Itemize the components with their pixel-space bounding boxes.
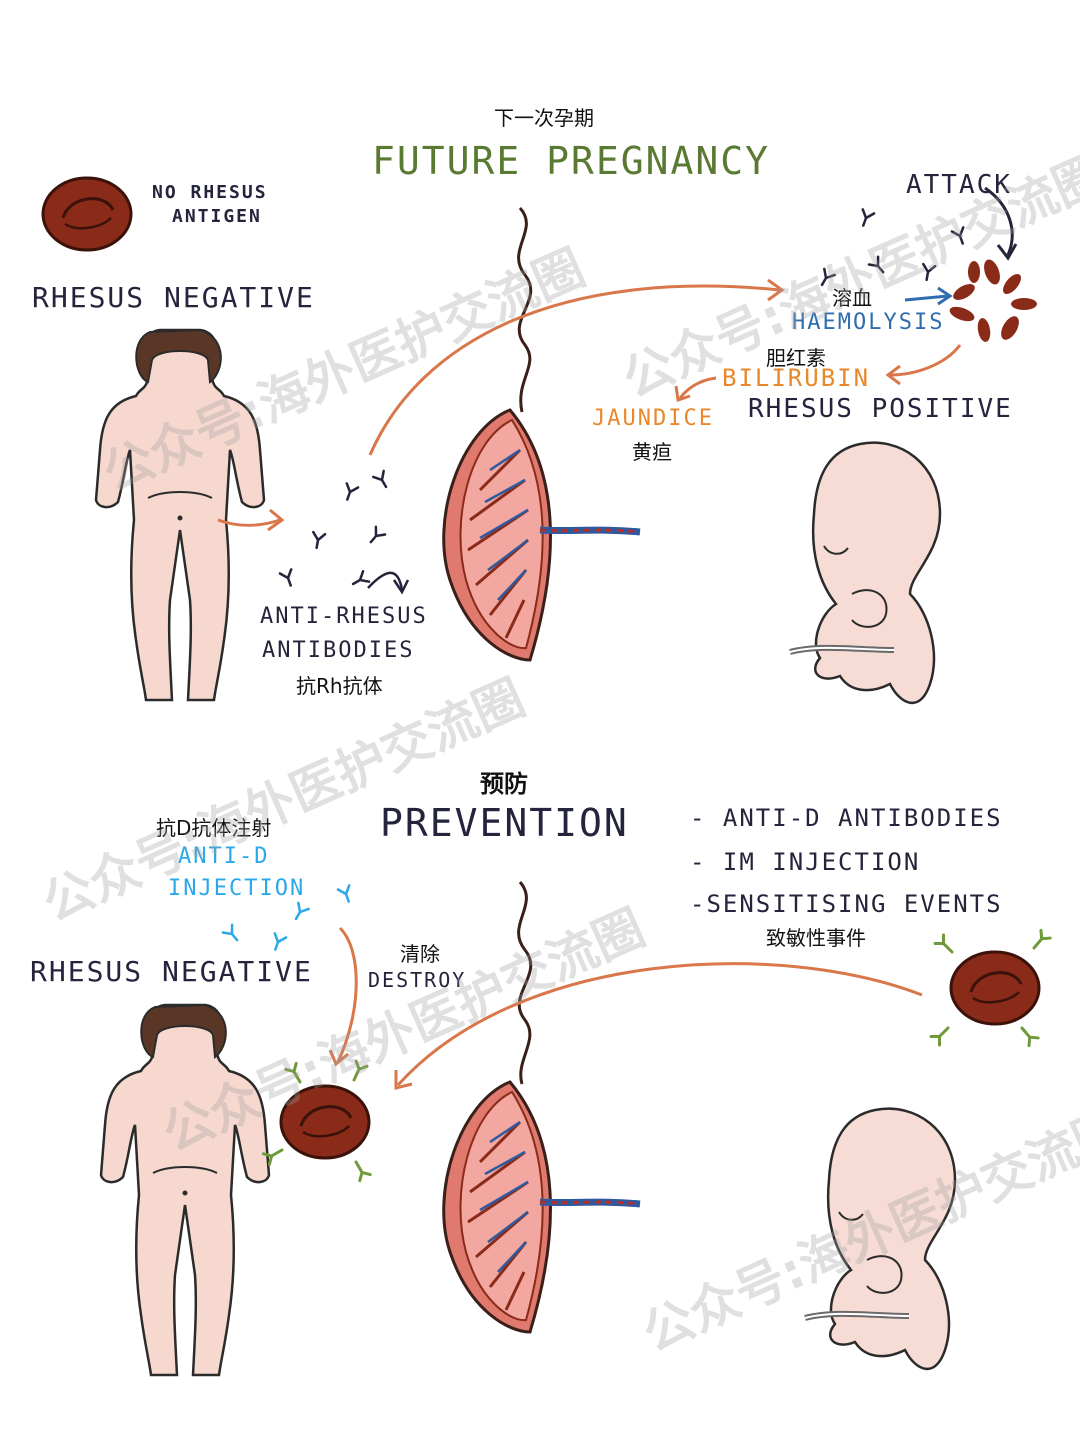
no-antigen-line2: ANTIGEN bbox=[172, 206, 262, 227]
arrow-mother-to-antibodies bbox=[217, 518, 281, 527]
arrow-injection-to-rbc bbox=[336, 926, 358, 1063]
bottom-cn-title: 预防 bbox=[480, 770, 528, 798]
top-title: FUTURE PREGNANCY bbox=[372, 139, 771, 183]
attack-label: ATTACK bbox=[906, 170, 1012, 200]
arrow-destroy bbox=[396, 962, 923, 1087]
mother-figure-bottom bbox=[99, 1003, 271, 1377]
arrow-to-bilirubin bbox=[889, 344, 962, 377]
top-cn-title: 下一次孕期 bbox=[494, 106, 594, 130]
destroy-cn-label: 清除 bbox=[400, 942, 440, 966]
bottom-title: PREVENTION bbox=[380, 801, 629, 845]
jaundice-label: JAUNDICE bbox=[592, 406, 714, 431]
rbc-no-antigen bbox=[41, 176, 133, 252]
fetus-bottom bbox=[805, 1109, 955, 1369]
arrow-to-jaundice bbox=[678, 376, 717, 399]
arrow-attack bbox=[984, 186, 1014, 256]
bilirubin-label: BILIRUBIN bbox=[722, 364, 871, 392]
injection-label-line1: ANTI-D bbox=[178, 844, 270, 869]
injection-cn-label: 抗D抗体注射 bbox=[156, 816, 272, 840]
prevention-item-3: -SENSITISING EVENTS bbox=[690, 890, 1003, 918]
mother-figure-top bbox=[94, 328, 266, 702]
haemolysis-label: HAEMOLYSIS bbox=[792, 310, 945, 335]
arrow-haemolysis bbox=[904, 294, 949, 302]
jaundice-cn-label: 黄疸 bbox=[632, 440, 672, 464]
haemolysis-cn-label: 溶血 bbox=[832, 286, 872, 310]
rbc-coated-anti-d bbox=[261, 1059, 372, 1183]
events-cn-label: 致敏性事件 bbox=[766, 926, 866, 950]
fetus-top bbox=[790, 443, 940, 703]
placenta-top bbox=[444, 410, 640, 660]
umbilical-line-bottom bbox=[517, 881, 533, 1085]
no-antigen-line1: NO RHESUS bbox=[152, 182, 268, 203]
haemolysed-rbc-fragments bbox=[949, 259, 1037, 342]
prevention-item-1: - ANTI-D ANTIBODIES bbox=[690, 804, 1003, 832]
antibodies-label-line1: ANTI-RHESUS bbox=[260, 604, 428, 629]
antibodies-cn-label: 抗Rh抗体 bbox=[296, 674, 383, 698]
prevention-item-2: - IM INJECTION bbox=[690, 848, 921, 876]
antibodies-label-line2: ANTIBODIES bbox=[262, 638, 415, 663]
destroy-label: DESTROY bbox=[368, 968, 467, 992]
arrow-antibodies-to-fetus bbox=[368, 284, 781, 456]
umbilical-line-top bbox=[517, 206, 533, 413]
placenta-bottom bbox=[444, 1082, 640, 1332]
rbc-rhesus-positive bbox=[929, 928, 1052, 1048]
fetus-label-top: RHESUS POSITIVE bbox=[748, 394, 1013, 424]
anti-d-antibodies-bottom bbox=[221, 884, 351, 951]
mother-label-top: RHESUS NEGATIVE bbox=[32, 281, 315, 314]
bilirubin-cn-label: 胆红素 bbox=[766, 346, 826, 370]
mother-label-bottom: RHESUS NEGATIVE bbox=[30, 955, 313, 988]
injection-label-line2: INJECTION bbox=[168, 876, 306, 901]
